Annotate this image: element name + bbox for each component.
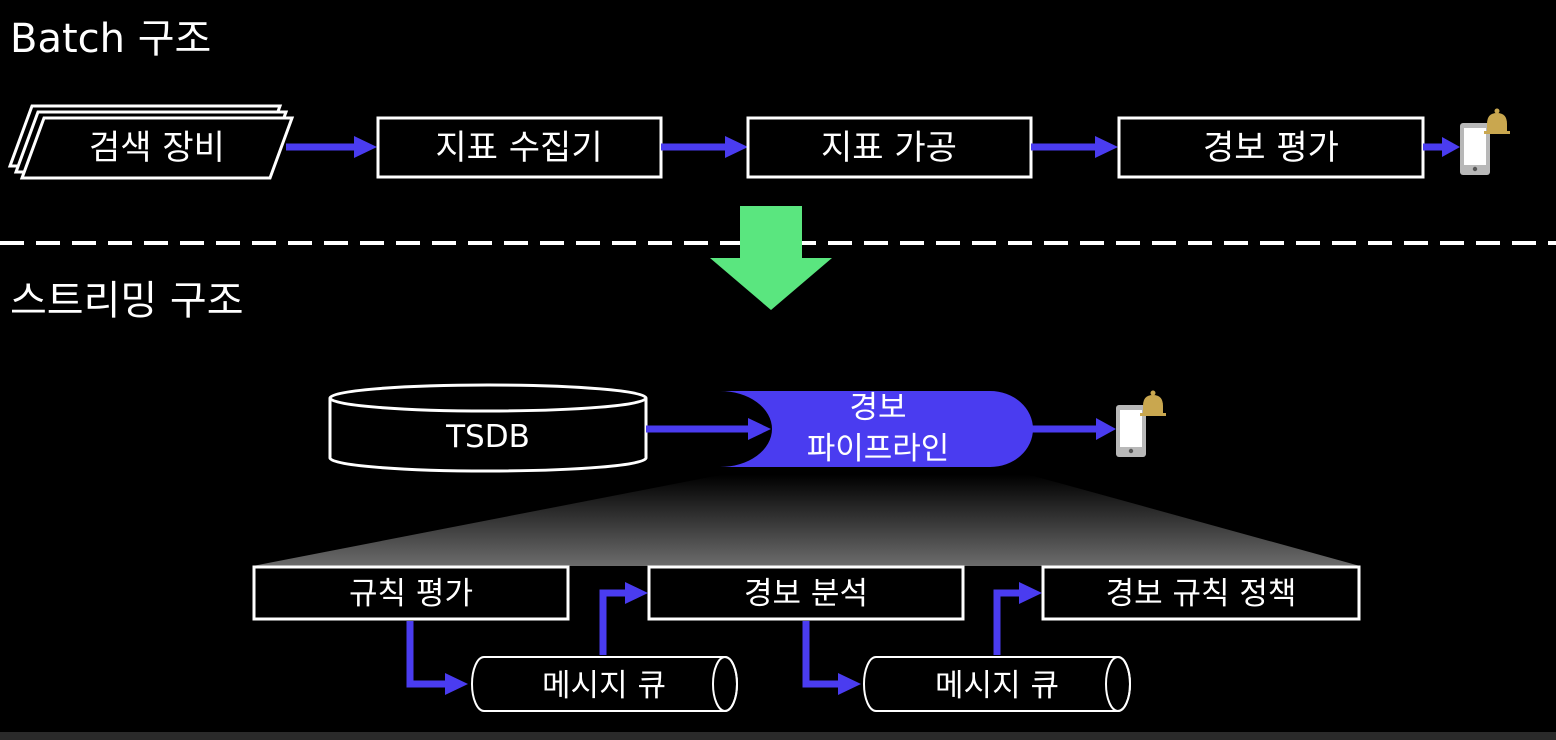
arrow-pipeline-to-phone xyxy=(1032,418,1116,440)
rule-evaluation-label: 규칙 평가 xyxy=(349,576,473,612)
alert-pipeline-node: 경보 파이프라인 xyxy=(720,390,1033,467)
pipeline-label-line2: 파이프라인 xyxy=(807,431,950,467)
arrow-queue-2-to-rule-policy xyxy=(993,582,1042,655)
metric-processing-node: 지표 가공 xyxy=(746,116,1033,179)
bell-icon xyxy=(1140,390,1166,416)
pipeline-label-line1: 경보 xyxy=(849,390,906,426)
search-equipment-node: 검색 장비 xyxy=(7,104,295,180)
arrow-collector-to-processing xyxy=(661,136,748,158)
batch-title: Batch 구조 xyxy=(10,16,211,62)
mobile-phone-icon xyxy=(1116,405,1146,457)
message-queue-1-label: 메시지 큐 xyxy=(542,668,666,704)
message-queue-2-label: 메시지 큐 xyxy=(935,668,1059,704)
streaming-title: 스트리밍 구조 xyxy=(10,278,244,324)
alert-analysis-node: 경보 분석 xyxy=(647,565,965,621)
alert-rule-policy-label: 경보 규칙 정책 xyxy=(1106,576,1297,612)
pipeline-detail-fan xyxy=(253,475,1360,566)
search-equipment-label: 검색 장비 xyxy=(89,128,225,168)
arrow-equipment-to-collector xyxy=(286,136,377,158)
arrow-queue-1-to-alert-analysis xyxy=(599,582,648,655)
tsdb-label: TSDB xyxy=(445,419,530,455)
alert-evaluation-label: 경보 평가 xyxy=(1203,128,1339,168)
alert-evaluation-node: 경보 평가 xyxy=(1117,116,1425,179)
arrow-tsdb-to-pipeline xyxy=(646,418,771,440)
bottom-strip xyxy=(0,732,1556,740)
arrow-evaluation-to-phone xyxy=(1423,137,1460,157)
metric-collector-node: 지표 수집기 xyxy=(376,116,663,179)
arrow-rule-eval-to-queue-1 xyxy=(406,621,468,695)
metric-processing-label: 지표 가공 xyxy=(821,128,957,168)
tsdb-database: TSDB xyxy=(328,383,648,473)
bell-icon xyxy=(1484,108,1510,134)
rule-evaluation-node: 규칙 평가 xyxy=(252,565,570,621)
message-queue-1: 메시지 큐 xyxy=(471,656,738,712)
arrow-alert-analysis-to-queue-2 xyxy=(802,621,861,695)
mobile-phone-icon xyxy=(1460,123,1490,175)
alert-analysis-label: 경보 분석 xyxy=(744,576,868,612)
down-arrow-icon xyxy=(710,206,832,310)
metric-collector-label: 지표 수집기 xyxy=(435,128,602,168)
arrow-processing-to-evaluation xyxy=(1031,136,1118,158)
message-queue-2: 메시지 큐 xyxy=(863,656,1131,712)
alert-rule-policy-node: 경보 규칙 정책 xyxy=(1041,565,1361,621)
